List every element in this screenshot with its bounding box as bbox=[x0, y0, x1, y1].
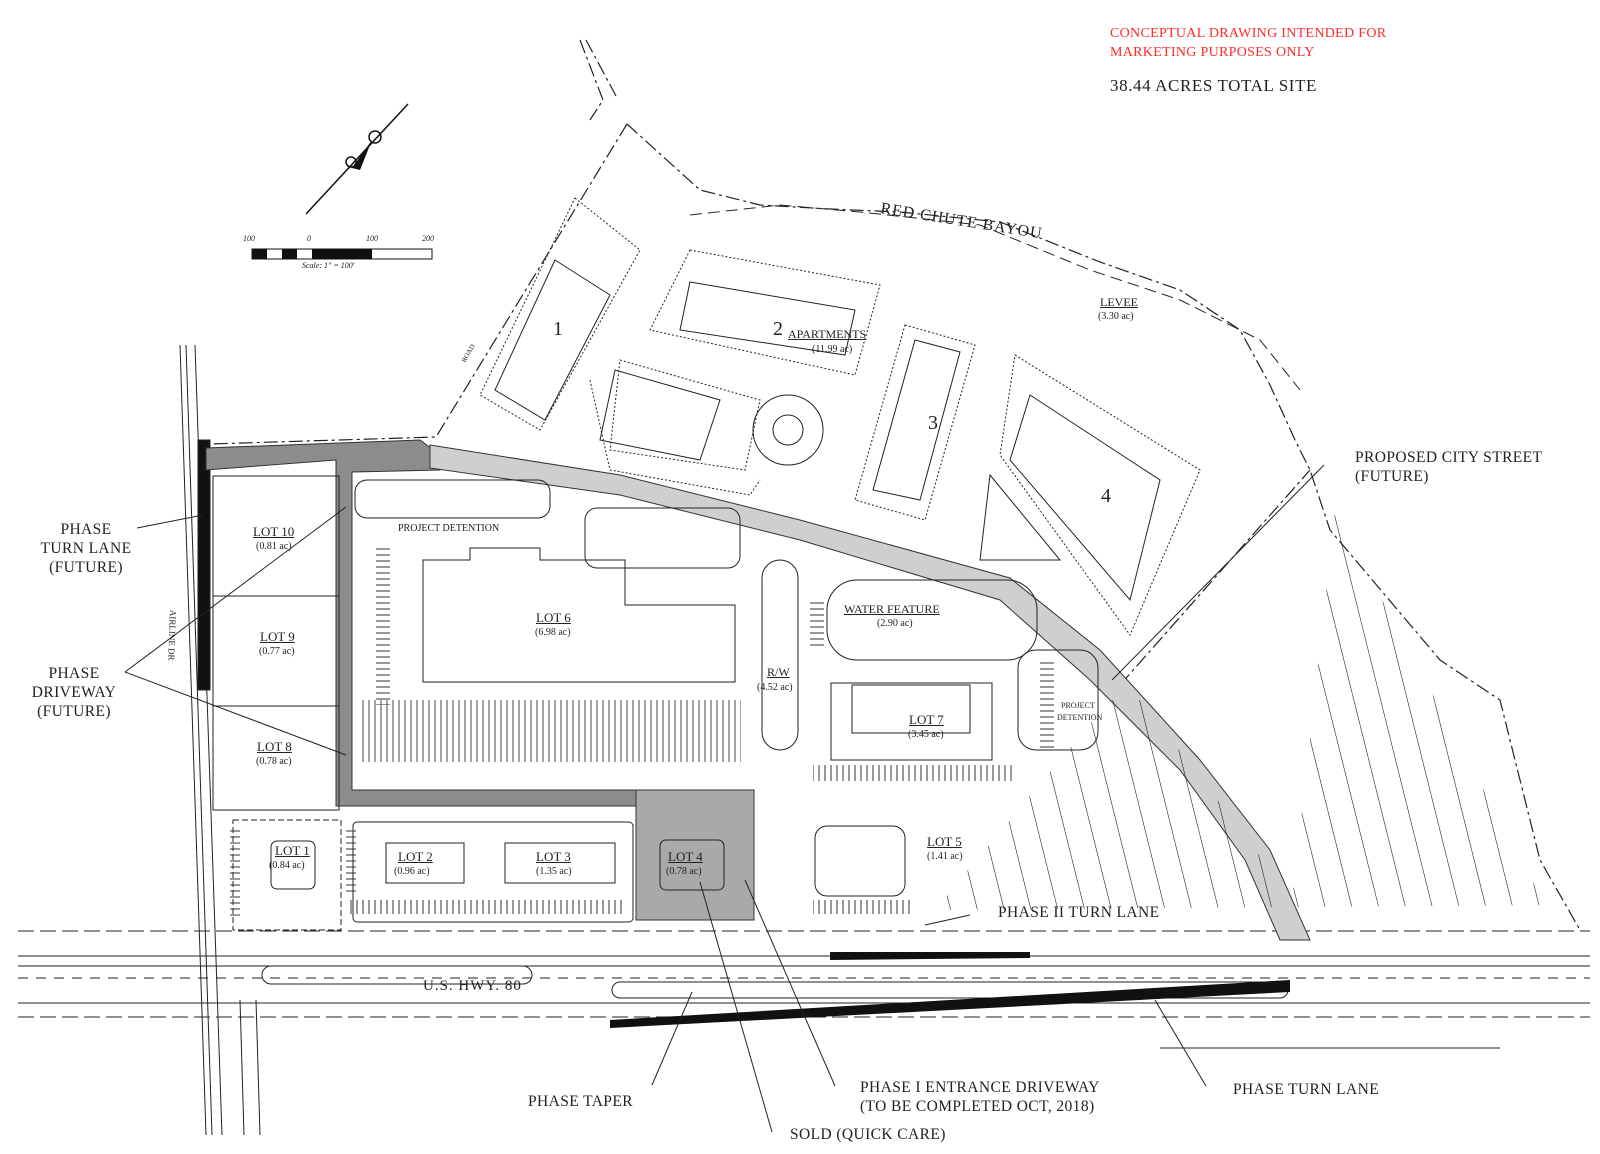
lot-4-area: (0.78 ac) bbox=[666, 866, 702, 877]
lot-3-label: LOT 3 bbox=[536, 849, 571, 864]
bayou-line bbox=[689, 204, 1301, 391]
highway-label: U.S. HWY. 80 bbox=[423, 978, 522, 994]
highway bbox=[18, 930, 1590, 1049]
building-1-number: 1 bbox=[553, 318, 563, 340]
water-feature-label: WATER FEATURE bbox=[844, 602, 940, 616]
scale-bar-graphic bbox=[251, 248, 433, 260]
lot-3-area: (1.35 ac) bbox=[536, 866, 572, 877]
side-road-label: AIRLINE DR bbox=[166, 609, 178, 661]
lot-9-label: LOT 9 bbox=[260, 629, 295, 644]
lot-9-area: (0.77 ac) bbox=[259, 646, 295, 657]
sold-quick-care-callout: SOLD (QUICK CARE) bbox=[790, 1126, 946, 1143]
lot-7-area: (3.45 ac) bbox=[908, 729, 944, 740]
lot-2-label: LOT 2 bbox=[398, 849, 433, 864]
scale-caption: Scale: 1" = 100' bbox=[302, 261, 355, 270]
callout-line: TURN LANE bbox=[40, 540, 132, 557]
lot-4-label: LOT 4 bbox=[668, 849, 703, 864]
proposed-city-street-callout: PROPOSED CITY STREET (FUTURE) bbox=[1355, 448, 1542, 486]
project-detention-2-line2: DETENTION bbox=[1057, 713, 1103, 722]
project-detention-label: PROJECT DETENTION bbox=[398, 523, 500, 534]
scale-tick-100: 100 bbox=[366, 234, 378, 243]
callout-line: PROPOSED CITY STREET bbox=[1355, 449, 1543, 466]
scale-tick-neg100: 100 bbox=[243, 234, 255, 243]
apartments-label: APARTMENTS bbox=[788, 327, 867, 341]
callout-line: (FUTURE) bbox=[49, 559, 123, 576]
building-4-number: 4 bbox=[1101, 485, 1111, 507]
building-2-number: 2 bbox=[773, 318, 783, 340]
interior-drive bbox=[205, 439, 1311, 941]
lot-6-area: (6.98 ac) bbox=[535, 627, 571, 638]
lot-1-area: (0.84 ac) bbox=[269, 860, 305, 871]
apartments-area: (11.99 ac) bbox=[812, 344, 853, 355]
building-3-number: 3 bbox=[928, 412, 938, 434]
north-arrow-icon bbox=[305, 103, 409, 215]
right-of-way-area: (4.52 ac) bbox=[757, 682, 793, 693]
water-feature-area: (2.90 ac) bbox=[877, 618, 913, 629]
callout-leaders bbox=[124, 464, 1325, 1133]
disclaimer-line-2: MARKETING PURPOSES ONLY bbox=[1110, 45, 1315, 60]
total-site-area: 38.44 ACRES TOTAL SITE bbox=[1110, 76, 1318, 95]
lot-7-label: LOT 7 bbox=[909, 712, 944, 727]
callout-line: DRIVEWAY bbox=[31, 684, 117, 701]
levee-area: (3.30 ac) bbox=[1098, 311, 1134, 322]
apartment-buildings bbox=[479, 197, 1201, 637]
future-development-hatch bbox=[935, 512, 1545, 920]
phase-turn-lane-future-callout: PHASE TURN LANE (FUTURE) bbox=[36, 520, 136, 577]
disclaimer-line-1: CONCEPTUAL DRAWING INTENDED FOR bbox=[1110, 26, 1387, 41]
lot-10-label: LOT 10 bbox=[253, 524, 295, 539]
levee-label: LEVEE bbox=[1100, 295, 1138, 309]
right-of-way-label: R/W bbox=[767, 665, 790, 679]
parking-stalls bbox=[230, 545, 1054, 920]
callout-line: PHASE I ENTRANCE DRIVEWAY bbox=[860, 1079, 1100, 1096]
lot-5-area: (1.41 ac) bbox=[927, 851, 963, 862]
phase-taper-callout: PHASE TAPER bbox=[528, 1093, 633, 1110]
callout-line: (TO BE COMPLETED OCT, 2018) bbox=[860, 1098, 1095, 1115]
lot-outlines bbox=[212, 475, 1099, 931]
lot-6-label: LOT 6 bbox=[536, 610, 571, 625]
lot-10-area: (0.81 ac) bbox=[256, 541, 292, 552]
scale-tick-0: 0 bbox=[307, 234, 311, 243]
phase-driveway-future-callout: PHASE DRIVEWAY (FUTURE) bbox=[18, 664, 130, 721]
phase-ii-turn-lane-callout: PHASE II TURN LANE bbox=[998, 904, 1160, 921]
lot-1-label: LOT 1 bbox=[275, 843, 310, 858]
lot-2-area: (0.96 ac) bbox=[394, 866, 430, 877]
project-detention-2-line1: PROJECT bbox=[1061, 701, 1095, 710]
phase-turn-lane-callout: PHASE TURN LANE bbox=[1233, 1081, 1380, 1098]
lot-8-label: LOT 8 bbox=[257, 739, 292, 754]
lot-5-label: LOT 5 bbox=[927, 834, 962, 849]
phase-i-entrance-callout: PHASE I ENTRANCE DRIVEWAY (TO BE COMPLET… bbox=[860, 1078, 1100, 1116]
scale-tick-200: 200 bbox=[422, 234, 434, 243]
lot-8-area: (0.78 ac) bbox=[256, 756, 292, 767]
callout-line: (FUTURE) bbox=[37, 703, 111, 720]
callout-line: PHASE bbox=[60, 521, 112, 538]
callout-line: PHASE bbox=[48, 665, 100, 682]
callout-line: (FUTURE) bbox=[1355, 468, 1429, 485]
